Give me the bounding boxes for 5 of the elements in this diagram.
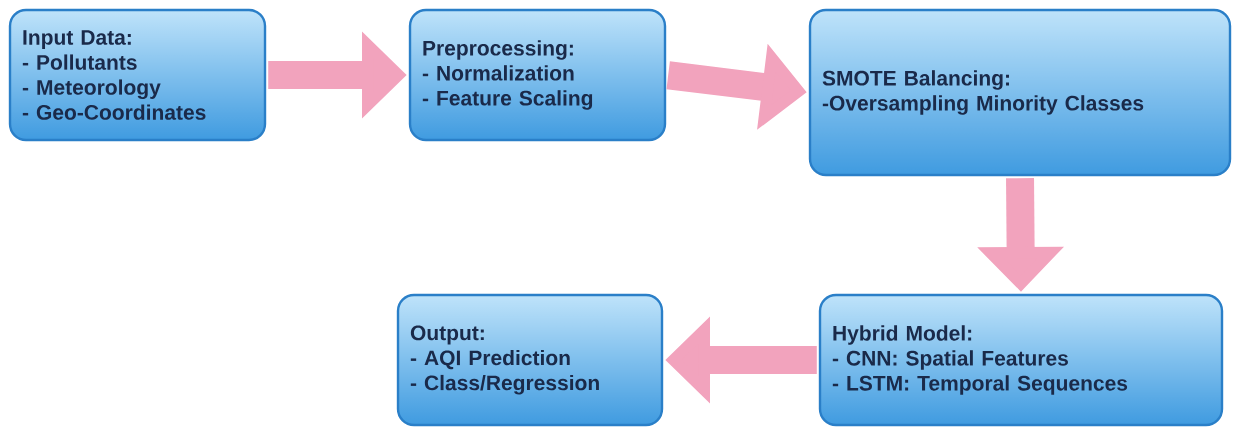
process-box: Input Data: - Pollutants - Meteorology - Geo-Coordinates <box>8 8 267 142</box>
process-box: Output: - AQI Prediction - Class/Regression <box>396 293 664 427</box>
process-box: Preprocessing: - Normalization - Feature Scaling <box>408 8 667 142</box>
process-box: Hybrid Model: - CNN: Spatial Features - LSTM: Temporal Sequences <box>818 293 1224 427</box>
process-box: SMOTE Balancing: -Oversampling Minority Classes <box>808 8 1232 177</box>
